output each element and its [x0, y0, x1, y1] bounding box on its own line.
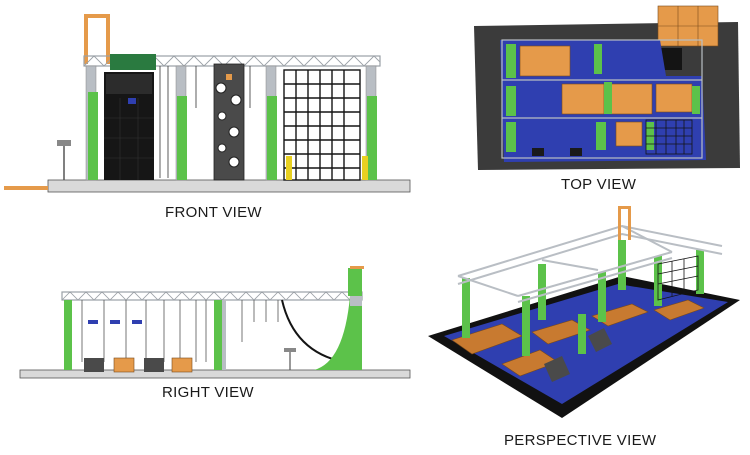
- right-view-label: RIGHT VIEW: [162, 384, 254, 401]
- top-view-drawing: [470, 4, 746, 174]
- front-view-svg: [4, 14, 411, 193]
- front-ramp: [4, 186, 48, 190]
- right-truss-beam: [61, 291, 363, 301]
- persp-truss-frame: [457, 224, 723, 303]
- top-wood-mats: [519, 45, 693, 147]
- right-view-svg: [19, 266, 411, 379]
- front-climbing-wall: [104, 54, 156, 180]
- perspective-view-label: PERSPECTIVE VIEW: [504, 432, 657, 449]
- right-warped-wall: [314, 266, 364, 370]
- front-view-drawing: [0, 8, 420, 198]
- front-pillars: [85, 65, 377, 181]
- perspective-view-drawing: [422, 204, 746, 422]
- front-ropes: [159, 66, 251, 178]
- right-boxes: [84, 357, 193, 373]
- persp-orange-tower: [618, 206, 631, 240]
- persp-ramp-boxes: [544, 328, 612, 382]
- top-truss-outline: [501, 39, 703, 159]
- right-curved-rope: [281, 299, 345, 363]
- front-view-label: FRONT VIEW: [165, 204, 262, 221]
- persp-net: [657, 255, 699, 301]
- right-hanging-ropes: [81, 300, 279, 362]
- right-pillars: [64, 300, 226, 370]
- front-tower-top: [84, 14, 110, 18]
- top-small-boxes: [532, 148, 582, 156]
- persp-wood-mats: [451, 299, 705, 377]
- top-view-label: TOP VIEW: [561, 176, 637, 193]
- right-blue-rings: [88, 320, 142, 324]
- perspective-view-svg: [428, 206, 740, 418]
- front-ground-slab: [47, 179, 411, 193]
- top-view-svg: [474, 5, 740, 170]
- front-peg-board: [213, 63, 245, 181]
- right-view-drawing: [14, 262, 414, 382]
- front-cargo-net: [283, 69, 361, 181]
- top-net-grid: [645, 119, 693, 155]
- right-ground-slab: [19, 369, 411, 379]
- front-sign: [57, 140, 71, 146]
- front-yellow-post: [286, 156, 292, 180]
